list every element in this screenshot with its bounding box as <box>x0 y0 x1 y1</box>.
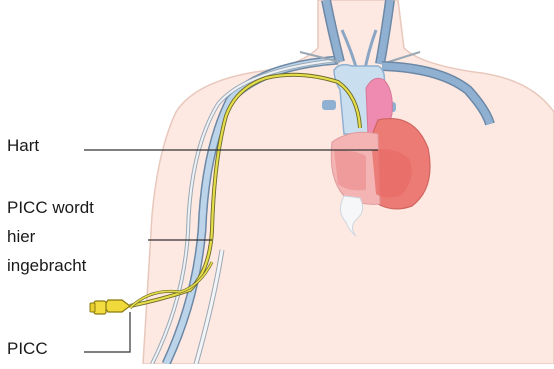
insertion-label-line-1: PICC wordt <box>7 193 94 222</box>
picc-connector-icon <box>90 300 130 314</box>
azygos-vein <box>322 100 336 110</box>
insertion-label-line-2: hier <box>7 222 94 251</box>
insertion-site-label: PICC wordt hier ingebracht <box>7 193 94 280</box>
leader-line-picc <box>84 312 130 352</box>
heart-label: Hart <box>7 131 39 160</box>
picc-label: PICC <box>7 334 48 363</box>
insertion-label-line-3: ingebracht <box>7 251 94 280</box>
